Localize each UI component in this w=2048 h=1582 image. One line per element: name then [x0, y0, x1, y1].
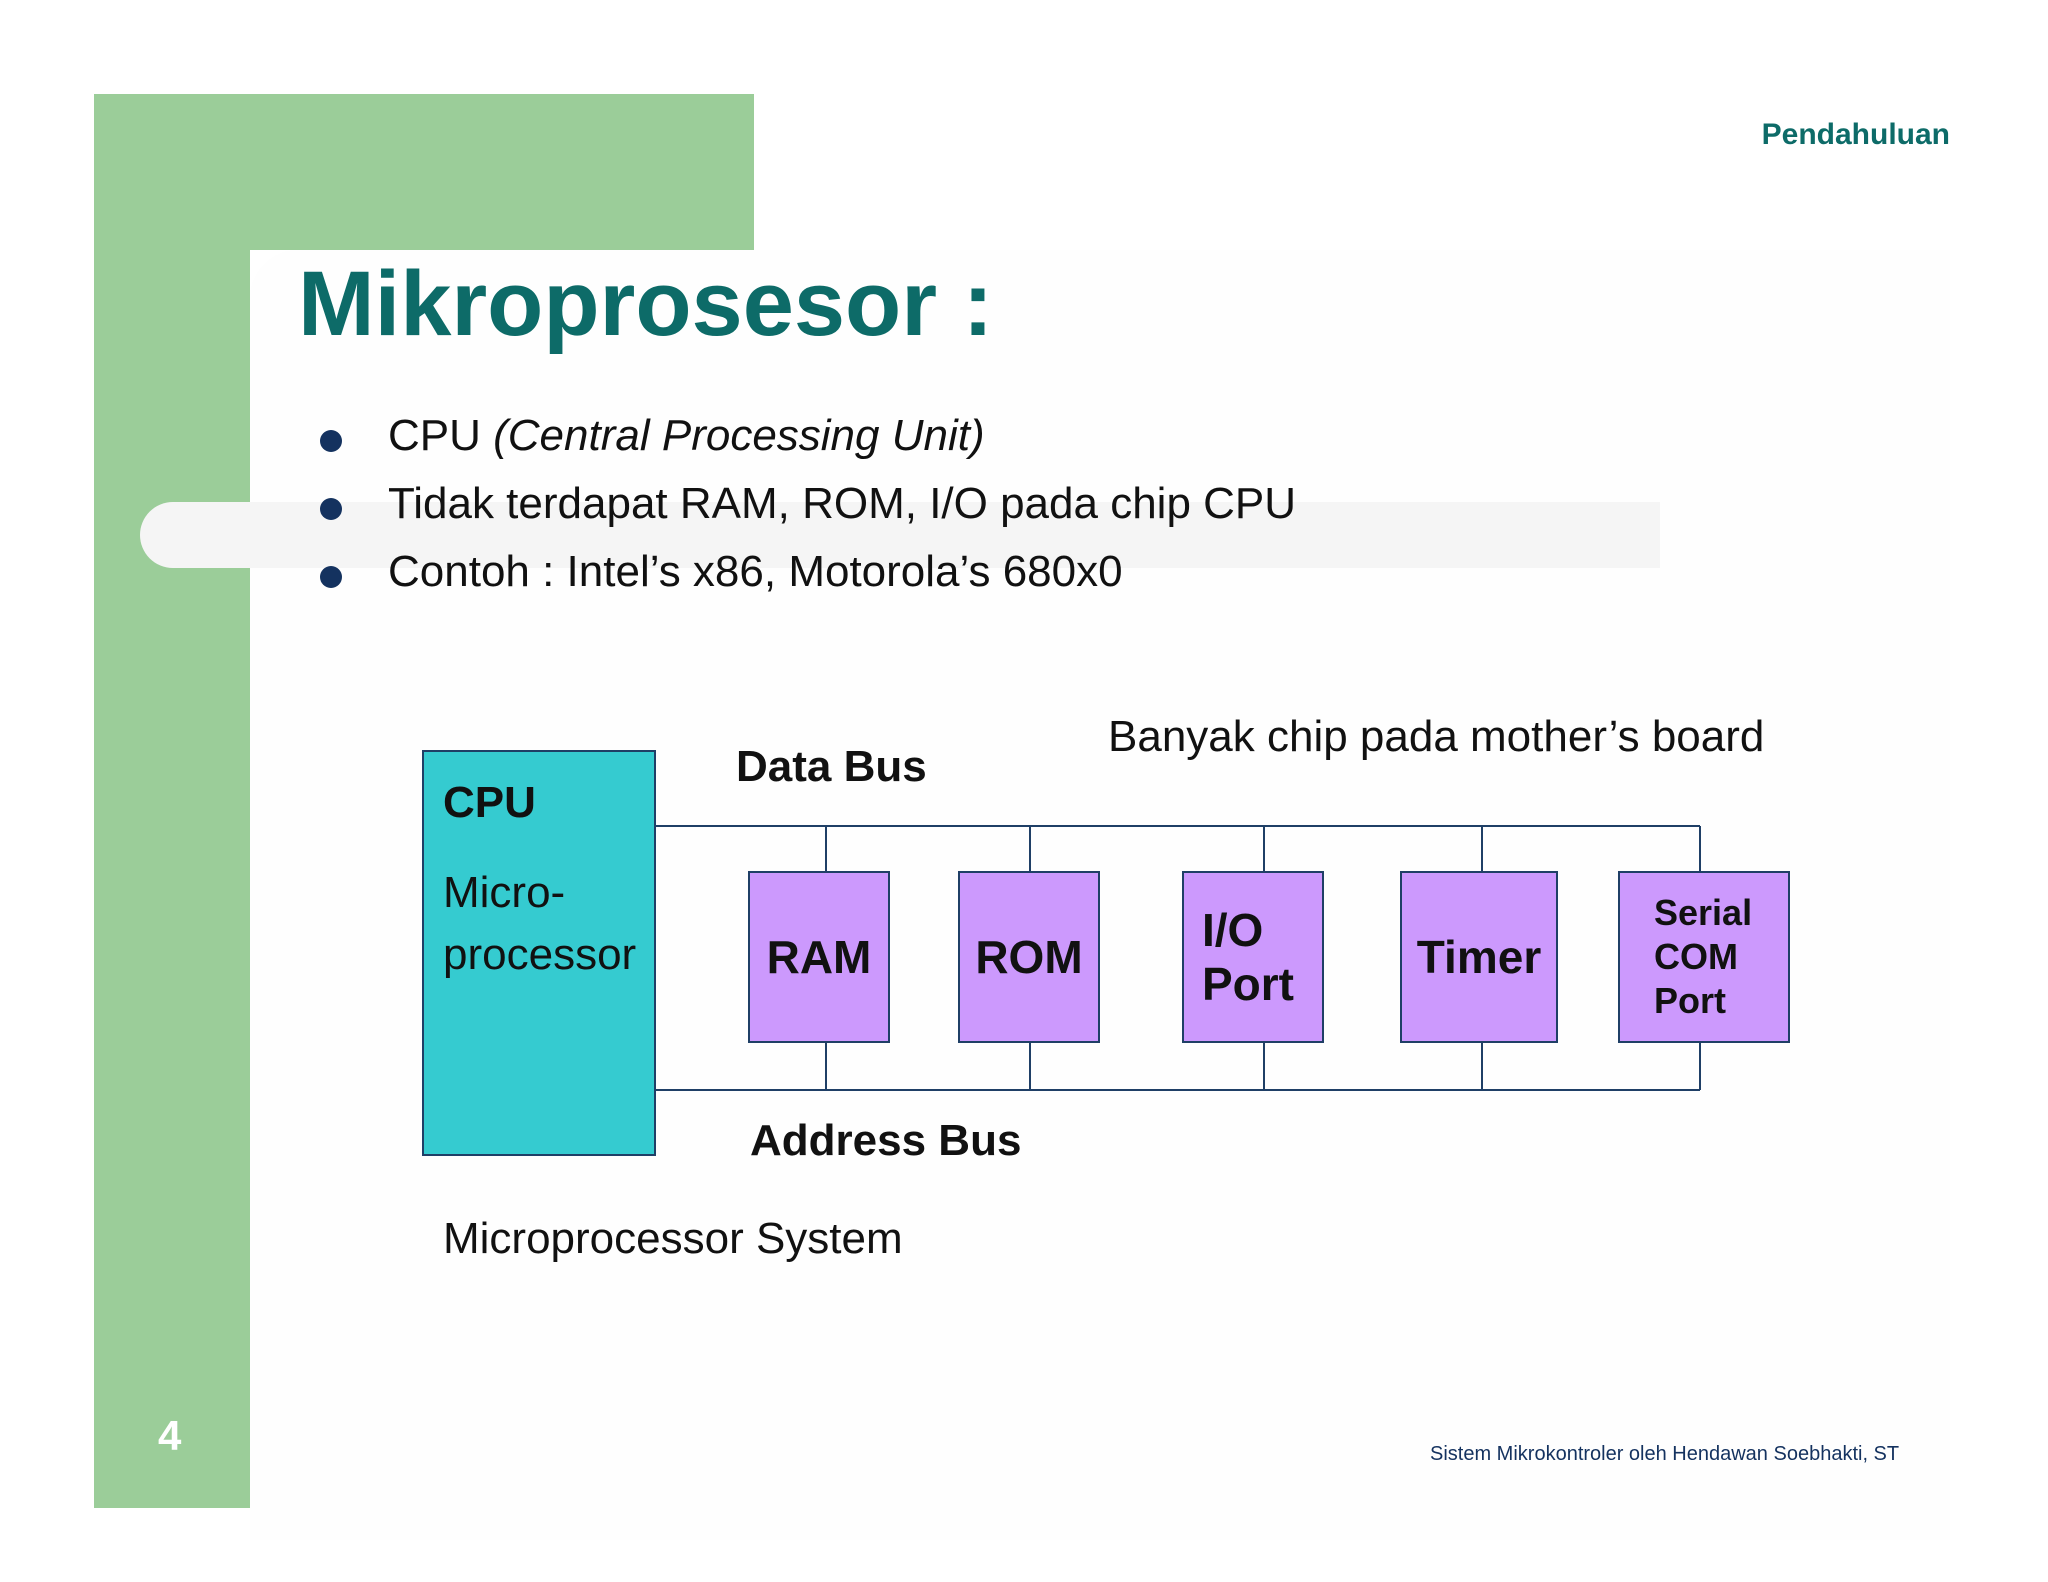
chip-label: ROM	[975, 931, 1083, 983]
chip-label: RAM	[766, 931, 872, 983]
cpu-description-line2: processor	[443, 930, 637, 979]
page-number: 4	[158, 1412, 182, 1459]
address-bus-label: Address Bus	[750, 1116, 1022, 1165]
chip-rom: ROM	[958, 871, 1100, 1043]
bullet-text: Contoh : Intel’s x86, Motorola’s 680x0	[388, 547, 1123, 596]
background-green-bar	[94, 94, 250, 1508]
chip-label: Serial COM Port	[1654, 891, 1752, 1023]
bullet-dot-icon	[320, 430, 342, 452]
cpu-block	[422, 750, 656, 1156]
chip-label: Timer	[1416, 931, 1542, 983]
chip-label-line: I/O	[1202, 904, 1264, 956]
data-bus-label: Data Bus	[736, 742, 927, 791]
chip-io-port: I/O Port	[1182, 871, 1324, 1043]
chip-label-line: Port	[1202, 958, 1294, 1010]
board-note: Banyak chip pada mother’s board	[1108, 712, 1765, 761]
chip-label-line: Port	[1654, 980, 1726, 1021]
bullet-dot-icon	[320, 498, 342, 520]
decorative-pill	[140, 502, 1660, 568]
cpu-title: CPU	[443, 778, 536, 827]
chip-label-line: COM	[1654, 936, 1738, 977]
chip-ram: RAM	[748, 871, 890, 1043]
section-label: Pendahuluan	[1761, 118, 1950, 151]
chip-serial-com-port: Serial COM Port	[1618, 871, 1790, 1043]
bullet-dot-icon	[320, 566, 342, 588]
diagram-caption: Microprocessor System	[443, 1214, 903, 1263]
chip-timer: Timer	[1400, 871, 1558, 1043]
bullet-text-italic: (Central Processing Unit)	[493, 411, 985, 460]
cpu-description: Micro- processor	[443, 862, 653, 986]
chip-label-line: Serial	[1654, 892, 1753, 933]
cpu-description-line1: Micro-	[443, 868, 566, 917]
footer-credit: Sistem Mikrokontroler oleh Hendawan Soeb…	[1430, 1443, 1900, 1465]
bullet-text: Tidak terdapat RAM, ROM, I/O pada chip C…	[388, 479, 1297, 528]
chip-label: I/O Port	[1202, 903, 1294, 1011]
bullet-text-plain: CPU	[388, 411, 494, 460]
slide-title: Mikroprosesor :	[298, 253, 994, 355]
bullet-text: CPU (Central Processing Unit)	[388, 408, 985, 464]
